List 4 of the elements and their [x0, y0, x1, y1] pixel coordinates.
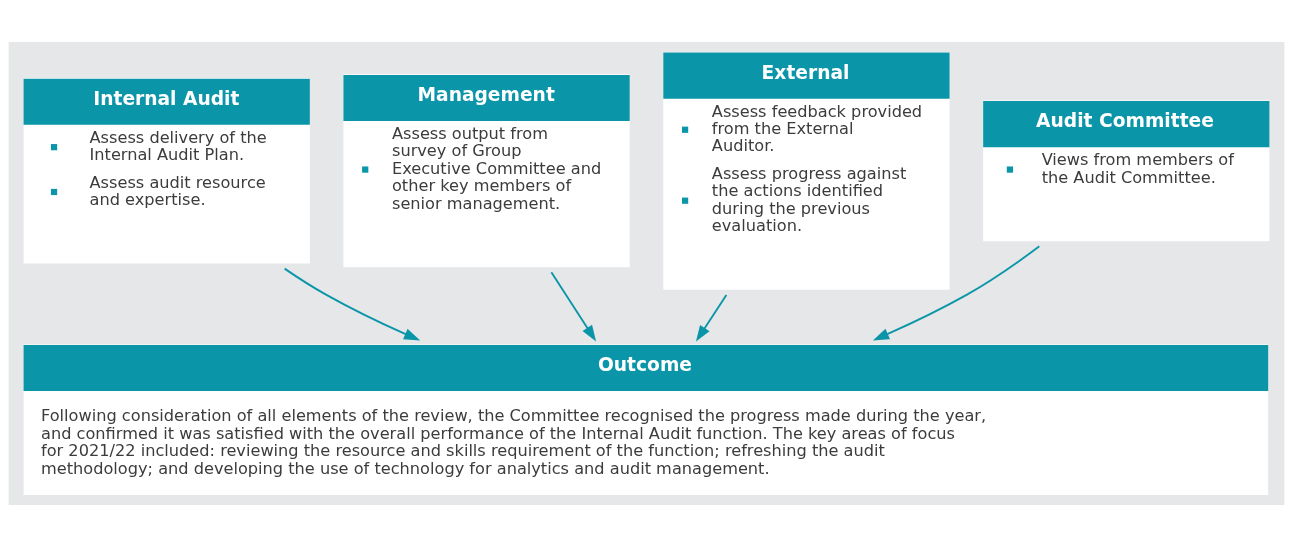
arrow — [695, 293, 728, 342]
arrow — [283, 267, 421, 341]
arrow — [550, 270, 597, 341]
arrow — [872, 244, 1041, 340]
